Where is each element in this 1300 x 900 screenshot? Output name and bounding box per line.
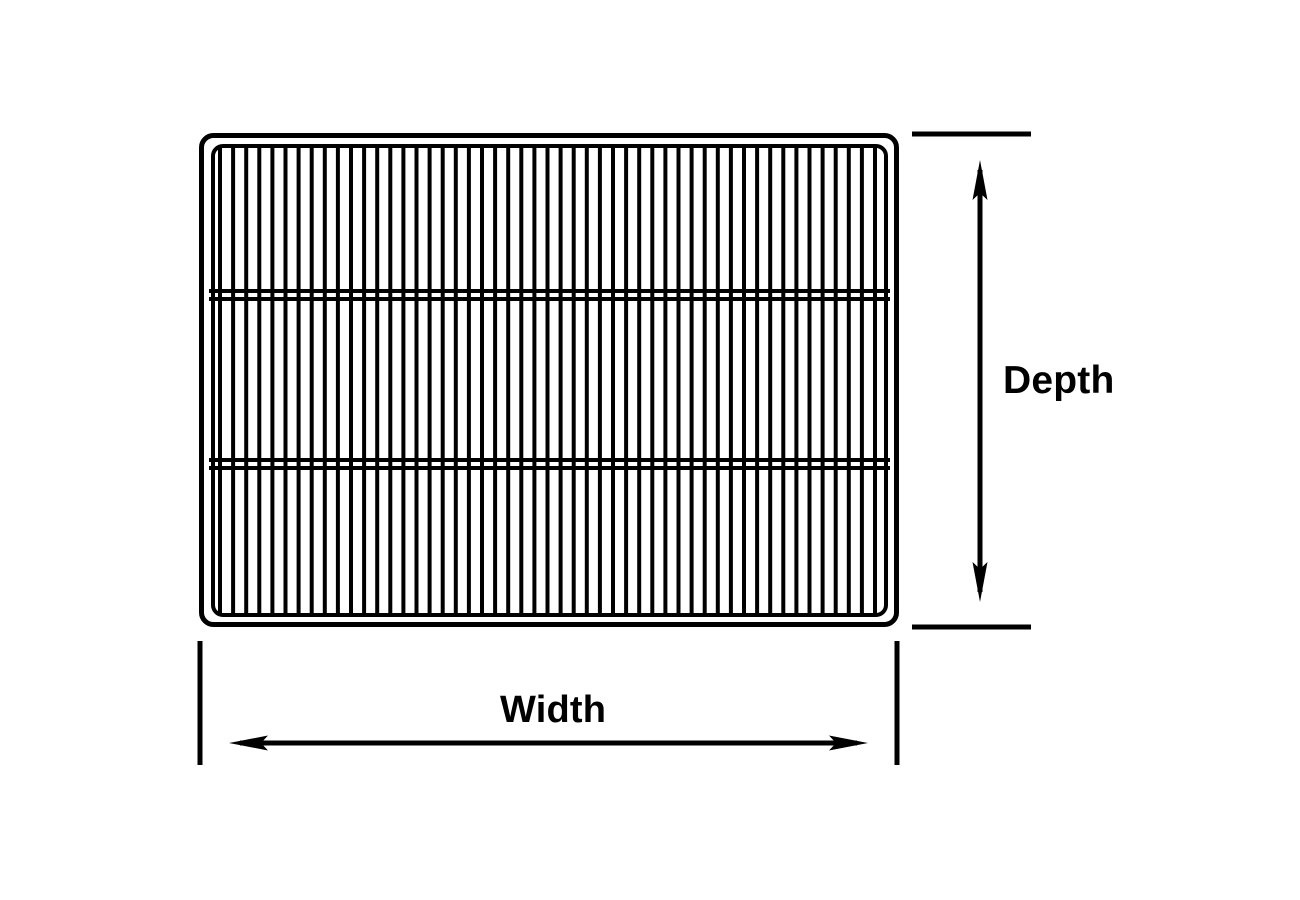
width-dimension-group	[197, 641, 900, 765]
grate-vertical-bars	[218, 146, 877, 615]
depth-arrowhead-down-icon	[972, 562, 988, 602]
grate-cross-rails	[209, 289, 890, 470]
depth-arrowhead-up-icon	[972, 160, 988, 200]
depth-dimension-label: Depth	[1003, 359, 1115, 402]
width-arrowhead-left-icon	[229, 735, 268, 751]
grate-assembly	[199, 133, 899, 627]
grate-outer-frame	[199, 133, 899, 627]
depth-dimension-group	[912, 131, 1031, 630]
width-dimension-label: Width	[500, 689, 607, 731]
width-arrowhead-right-icon	[829, 735, 868, 751]
